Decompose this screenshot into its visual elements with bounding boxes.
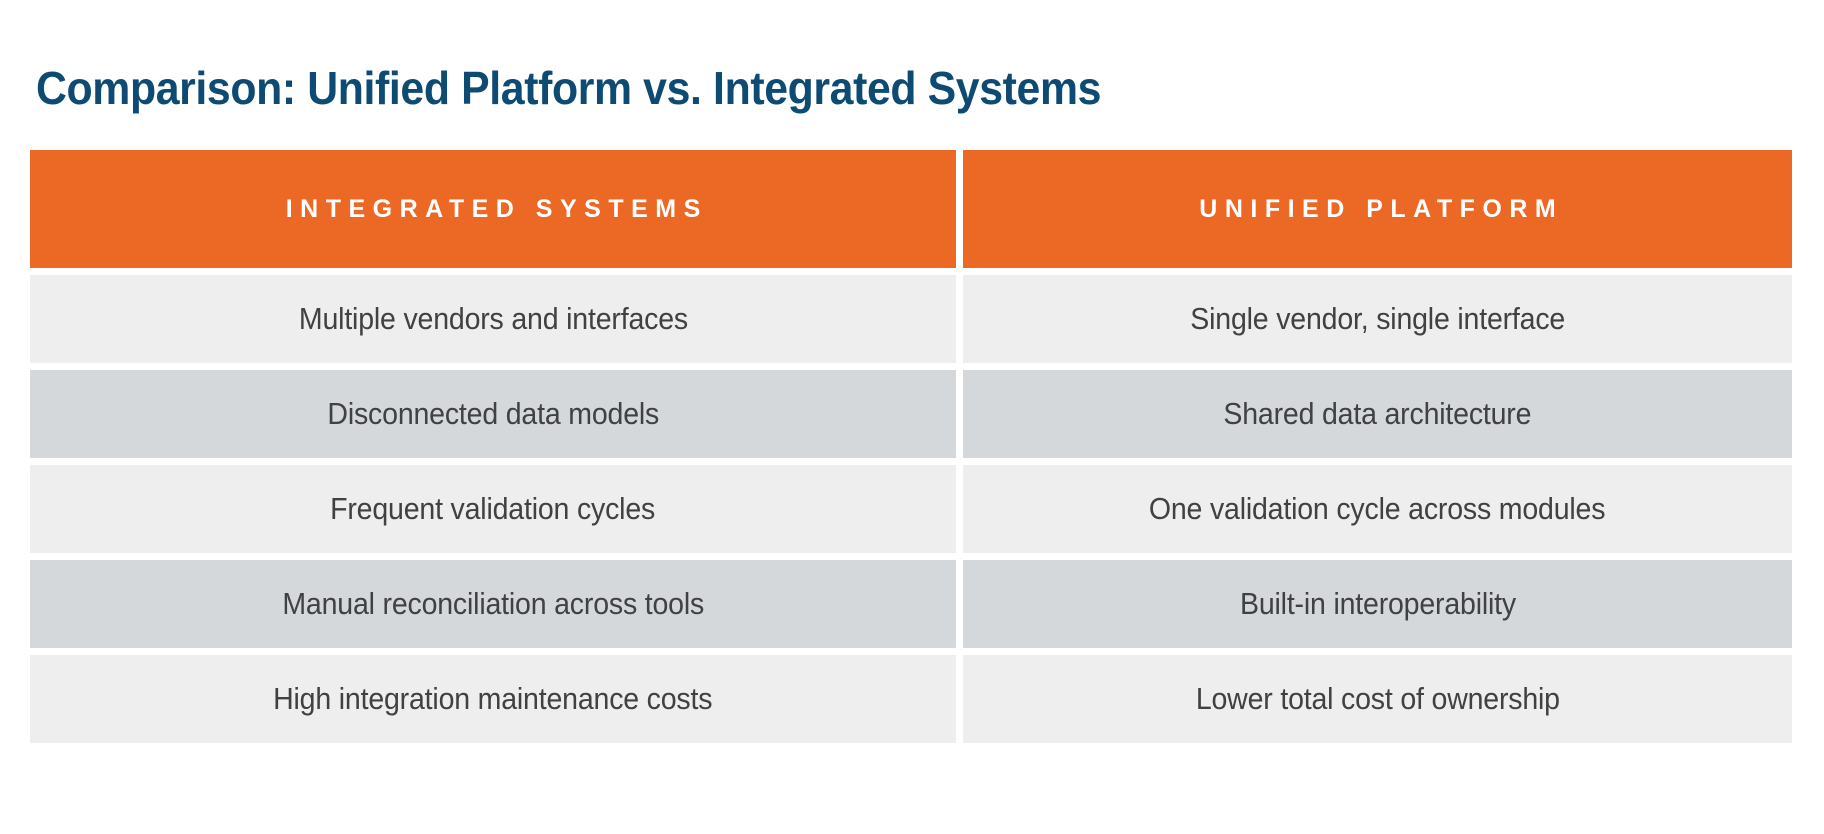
table-cell-left: Frequent validation cycles xyxy=(30,465,956,553)
table-row: High integration maintenance costs Lower… xyxy=(30,655,1792,743)
page-title: Comparison: Unified Platform vs. Integra… xyxy=(36,61,1102,114)
table-cell-right: Built-in interoperability xyxy=(963,560,1792,648)
table-cell-left: Multiple vendors and interfaces xyxy=(30,275,956,363)
column-header-label: INTEGRATED SYSTEMS xyxy=(285,194,708,223)
table-row: Disconnected data models Shared data arc… xyxy=(30,370,1792,458)
table-cell-right: Shared data architecture xyxy=(963,370,1792,458)
table-cell-right: Single vendor, single interface xyxy=(963,275,1792,363)
table-cell-right: One validation cycle across modules xyxy=(963,465,1792,553)
cell-text: Single vendor, single interface xyxy=(1190,301,1565,336)
cell-text: One validation cycle across modules xyxy=(1149,491,1606,526)
table-header-row: INTEGRATED SYSTEMS UNIFIED PLATFORM xyxy=(30,150,1792,268)
table-cell-left: Manual reconciliation across tools xyxy=(30,560,956,648)
cell-text: Frequent validation cycles xyxy=(330,491,656,526)
column-header-label: UNIFIED PLATFORM xyxy=(1199,194,1564,223)
table-cell-left: High integration maintenance costs xyxy=(30,655,956,743)
cell-text: Lower total cost of ownership xyxy=(1195,681,1560,716)
cell-text: Disconnected data models xyxy=(327,396,659,431)
column-header-unified-platform: UNIFIED PLATFORM xyxy=(963,150,1792,268)
table-cell-right: Lower total cost of ownership xyxy=(963,655,1792,743)
table-row: Multiple vendors and interfaces Single v… xyxy=(30,275,1792,363)
column-header-integrated-systems: INTEGRATED SYSTEMS xyxy=(30,150,956,268)
table-cell-left: Disconnected data models xyxy=(30,370,956,458)
cell-text: Multiple vendors and interfaces xyxy=(298,301,688,336)
cell-text: Manual reconciliation across tools xyxy=(282,586,704,621)
cell-text: Shared data architecture xyxy=(1223,396,1532,431)
comparison-table: INTEGRATED SYSTEMS UNIFIED PLATFORM Mult… xyxy=(30,150,1792,743)
cell-text: High integration maintenance costs xyxy=(273,681,713,716)
table-row: Manual reconciliation across tools Built… xyxy=(30,560,1792,648)
cell-text: Built-in interoperability xyxy=(1239,586,1516,621)
table-row: Frequent validation cycles One validatio… xyxy=(30,465,1792,553)
